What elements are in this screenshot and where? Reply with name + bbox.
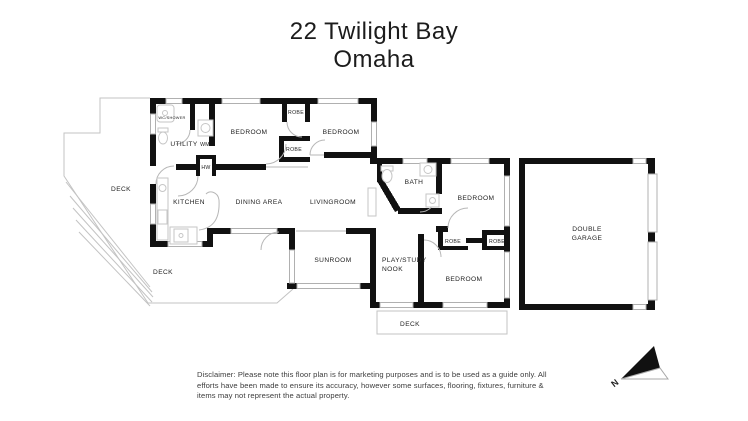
deck-stairs	[65, 181, 154, 307]
walls-layer	[150, 98, 655, 310]
disclaimer-text: Disclaimer: Please note this floor plan …	[197, 370, 547, 401]
windows-layer	[150, 98, 647, 310]
room-label-wc-shower: WC/SHOWER	[158, 115, 185, 120]
room-label-play-study: PLAY/STUDY	[382, 257, 427, 264]
title-block: 22 Twilight Bay Omaha	[0, 18, 748, 74]
room-label-livingroom: LIVINGROOM	[310, 199, 356, 206]
kitchen-fixtures	[156, 177, 220, 245]
room-label-dining-area: DINING AREA	[236, 199, 283, 206]
room-labels: DECK DECK DECK WC/SHOWER UTILITY WM HW B…	[111, 110, 602, 328]
bath-fixtures	[380, 162, 440, 208]
garage-door-bottom	[647, 241, 658, 301]
fixtures-layer	[156, 104, 440, 245]
room-label-garage-line1: DOUBLE	[572, 226, 602, 233]
room-label-kitchen: KITCHEN	[173, 199, 205, 206]
deck-outlines	[63, 97, 508, 335]
fireplace-niche	[367, 187, 377, 217]
room-label-utility: UTILITY	[170, 141, 198, 148]
room-label-wm: WM	[200, 142, 210, 148]
doors-layer	[155, 121, 469, 258]
wc-shower-fixtures	[156, 104, 175, 145]
room-label-nook: NOOK	[382, 266, 403, 273]
garage-doors	[647, 173, 658, 301]
room-label-robe-4: ROBE	[489, 239, 505, 245]
garage-door-top	[647, 173, 658, 233]
room-label-bedroom-3: BEDROOM	[458, 195, 495, 202]
room-label-garage-line2: GARAGE	[572, 235, 603, 242]
north-arrow: N	[609, 346, 669, 389]
page-title-city: Omaha	[333, 46, 415, 73]
room-label-robe-1: ROBE	[288, 110, 304, 116]
room-label-bedroom-4: BEDROOM	[446, 276, 483, 283]
room-label-bath: BATH	[405, 179, 424, 186]
deck-bottom-outline	[376, 310, 508, 335]
room-label-bedroom-2: BEDROOM	[323, 129, 360, 136]
page-title-address: 22 Twilight Bay	[289, 18, 459, 45]
room-label-deck-left: DECK	[111, 186, 131, 193]
room-label-robe-2: ROBE	[286, 147, 302, 153]
room-label-sunroom: SUNROOM	[314, 257, 351, 264]
room-label-robe-3: ROBE	[445, 239, 461, 245]
room-label-bedroom-1: BEDROOM	[231, 129, 268, 136]
utility-fixtures	[197, 119, 214, 137]
north-label: N	[609, 377, 621, 389]
room-label-deck-lower: DECK	[153, 269, 173, 276]
room-label-hw: HW	[201, 165, 210, 171]
room-label-deck-bottom: DECK	[400, 321, 420, 328]
north-arrow-outline	[620, 367, 669, 380]
